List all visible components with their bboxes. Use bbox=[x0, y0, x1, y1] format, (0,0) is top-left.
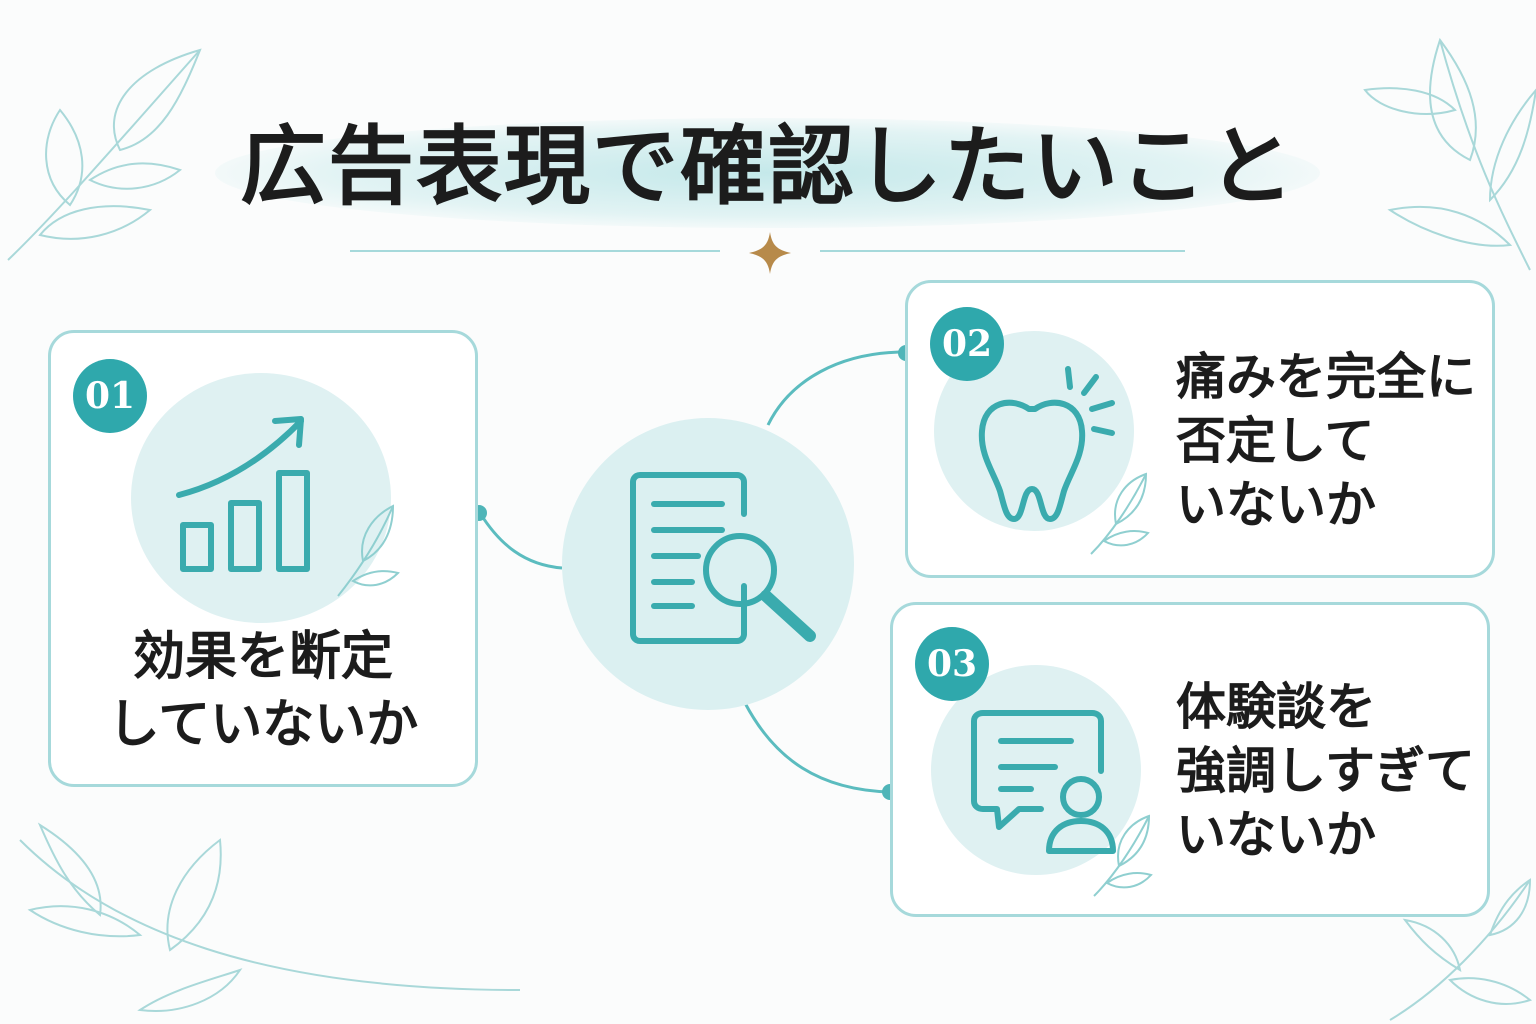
item-text: 痛みを完全に 否定して いないか bbox=[1176, 347, 1476, 534]
sparkle-icon bbox=[749, 232, 791, 274]
item-number-badge: 03 bbox=[915, 627, 989, 701]
leaf-sprig-icon bbox=[1090, 472, 1150, 555]
leaf-sprig-icon bbox=[1093, 814, 1153, 897]
connector-to-item-02 bbox=[766, 350, 907, 426]
item-card-03: 03 体験談を 強調しすぎて いないか bbox=[890, 602, 1490, 917]
item-card-02: 02 痛みを完全に 否定して いないか bbox=[905, 280, 1495, 578]
item-text: 体験談を 強調しすぎて いないか bbox=[1176, 677, 1475, 864]
chat-testimonial-icon bbox=[971, 710, 1116, 854]
leaf-decoration-top-right bbox=[1363, 37, 1536, 271]
item-card-01: 01 効果を断定 していないか bbox=[48, 330, 478, 787]
leaf-sprig-icon bbox=[337, 504, 400, 597]
aching-tooth-icon bbox=[978, 366, 1115, 522]
page-title: 広告表現で確認したいこと bbox=[240, 116, 1296, 217]
leaf-decoration-bottom-left bbox=[19, 822, 521, 1012]
connector-to-item-01 bbox=[478, 512, 563, 570]
item-number-badge: 01 bbox=[73, 359, 147, 433]
leaf-decoration-top-left bbox=[7, 48, 202, 261]
title-brush-background bbox=[215, 118, 1320, 228]
connector-to-item-03 bbox=[743, 702, 891, 794]
item-number-badge: 02 bbox=[930, 307, 1004, 381]
icon-background-blob bbox=[131, 373, 391, 623]
document-search-icon bbox=[630, 472, 816, 644]
title-divider bbox=[350, 232, 1185, 274]
leaf-decoration-bottom-right bbox=[1389, 878, 1533, 1021]
item-text: 効果を断定 していないか bbox=[107, 626, 419, 755]
rising-bar-chart-icon bbox=[176, 416, 310, 572]
